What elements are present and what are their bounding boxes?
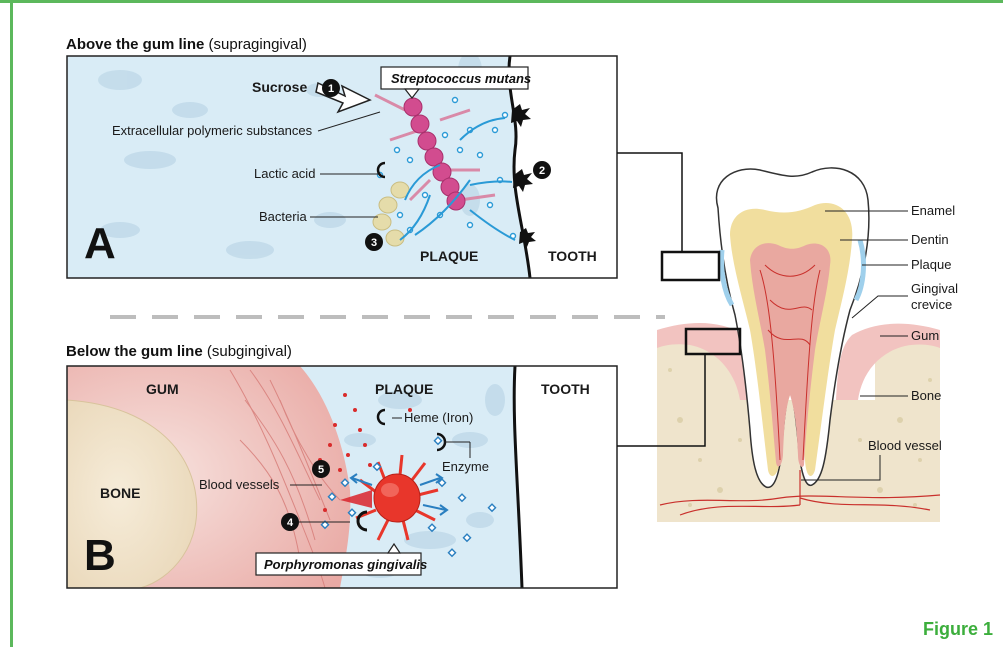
step-3-marker: 3 (365, 233, 383, 251)
label-eps: Extracellular polymeric substances (112, 123, 313, 138)
step-1-marker: 1 (322, 79, 340, 97)
label-tooth-plaque: Plaque (911, 257, 951, 272)
panel-b-label-gum: GUM (146, 381, 179, 397)
step-5-text: 5 (318, 464, 324, 476)
panel-b-label-plaque: PLAQUE (375, 381, 433, 397)
label-gingival-line1: Gingival (911, 281, 958, 296)
step-1-text: 1 (328, 83, 334, 95)
panel-a-letter: A (84, 219, 116, 268)
label-dentin: Dentin (911, 232, 949, 247)
label-blood-vessel: Blood vessel (868, 438, 942, 453)
panel-b-label-bone: BONE (100, 485, 140, 501)
panel-a-label-plaque: PLAQUE (420, 248, 478, 264)
label-sucrose: Sucrose (252, 79, 307, 95)
panel-a-label-tooth: TOOTH (548, 248, 597, 264)
step-5-marker: 5 (312, 460, 330, 478)
zoom-box-a (662, 252, 719, 280)
step-2-text: 2 (539, 165, 545, 177)
label-streptococcus: Streptococcus mutans (391, 71, 531, 86)
panel-b-label-tooth: TOOTH (541, 381, 590, 397)
step-4-marker: 4 (281, 513, 299, 531)
label-enzyme: Enzyme (442, 459, 489, 474)
step-2-marker: 2 (533, 161, 551, 179)
label-heme: Heme (Iron) (404, 410, 473, 425)
label-blood-vessels: Blood vessels (199, 477, 280, 492)
label-enamel: Enamel (911, 203, 955, 218)
figure-label: Figure 1 (923, 619, 993, 640)
panel-b-letter: B (84, 531, 116, 580)
connector-a (617, 153, 682, 252)
label-lactic-acid: Lactic acid (254, 166, 315, 181)
step-4-text: 4 (287, 517, 294, 529)
label-bone: Bone (911, 388, 941, 403)
step-3-text: 3 (371, 237, 377, 249)
tooth-cross-section: Enamel Dentin Plaque Gingival crevice Gu… (617, 153, 958, 522)
panel-b-tooth-surface (514, 366, 617, 588)
label-bacteria: Bacteria (259, 209, 307, 224)
label-gum: Gum (911, 328, 939, 343)
panel-a: Sucrose Extracellular polymeric substanc… (67, 52, 617, 278)
panel-b: GUM PLAQUE TOOTH BONE Heme (Iron) Enzyme… (67, 366, 617, 588)
label-gingival-line2: crevice (911, 297, 952, 312)
label-porphyromonas: Porphyromonas gingivalis (264, 557, 427, 572)
